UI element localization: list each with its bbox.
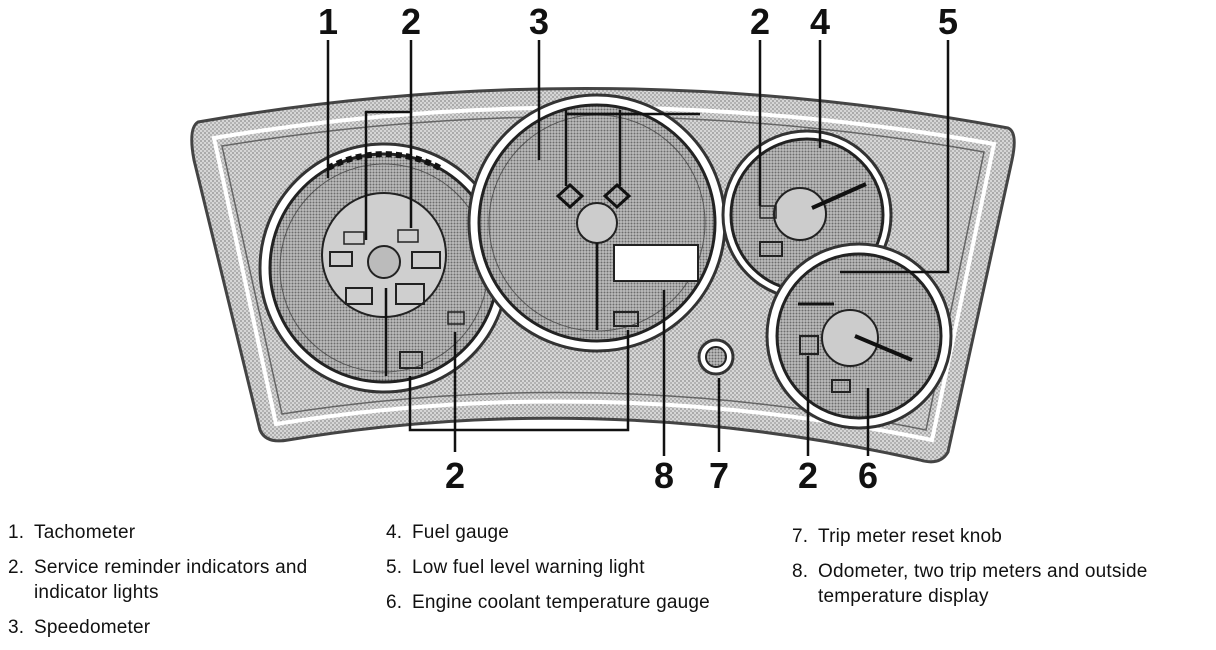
callout-1: 1	[318, 1, 338, 42]
legend-text: Low fuel level warning light	[412, 557, 645, 578]
callout-2-top-right: 2	[750, 1, 770, 42]
legend-number: 1.	[8, 522, 25, 543]
legend-text: Service reminder indicators and indicato…	[34, 557, 308, 603]
callout-8: 8	[654, 455, 674, 496]
callout-6: 6	[858, 455, 878, 496]
legend-number: 3.	[8, 617, 25, 638]
callout-numbers: 1 2 3 2 4 5 2 8 7 2 6	[318, 1, 958, 496]
legend-number: 7.	[792, 526, 809, 547]
legend-text: Engine coolant temperature gauge	[412, 592, 710, 613]
legend-column-3: 7. Trip meter reset knob 8. Odometer, tw…	[792, 524, 1212, 619]
legend-item-4: 4. Fuel gauge	[386, 520, 766, 545]
callout-4: 4	[810, 1, 830, 42]
tachometer-gauge	[258, 142, 510, 394]
callout-7: 7	[709, 455, 729, 496]
legend-item-7: 7. Trip meter reset knob	[792, 524, 1212, 549]
callout-2-bottom-left: 2	[445, 455, 465, 496]
legend-number: 6.	[386, 592, 403, 613]
legend-text: Odometer, two trip meters and outside te…	[818, 561, 1148, 607]
legend-item-1: 1. Tachometer	[8, 520, 358, 545]
speedometer-gauge	[467, 93, 727, 353]
legend-number: 2.	[8, 557, 25, 578]
legend-column-2: 4. Fuel gauge 5. Low fuel level warning …	[386, 520, 766, 625]
coolant-temperature-gauge	[765, 242, 953, 430]
trip-reset-knob	[697, 338, 735, 376]
leader-lines	[326, 40, 950, 456]
legend-text: Speedometer	[34, 617, 151, 638]
callout-5: 5	[938, 1, 958, 42]
legend-number: 5.	[386, 557, 403, 578]
legend-column-1: 1. Tachometer 2. Service reminder indica…	[8, 520, 358, 650]
legend-text: Trip meter reset knob	[818, 526, 1003, 547]
callout-2-bottom-right: 2	[798, 455, 818, 496]
legend-item-6: 6. Engine coolant temperature gauge	[386, 590, 766, 615]
legend-item-5: 5. Low fuel level warning light	[386, 555, 766, 580]
legend-item-8: 8. Odometer, two trip meters and outside…	[792, 559, 1212, 609]
instrument-cluster-diagram: 1 2 3 2 4 5 2 8 7 2 6	[190, 1, 1016, 496]
legend-item-2: 2. Service reminder indicators and indic…	[8, 555, 358, 605]
callout-3: 3	[529, 1, 549, 42]
legend-text: Tachometer	[34, 522, 136, 543]
legend-number: 4.	[386, 522, 403, 543]
callout-2-top-left: 2	[401, 1, 421, 42]
legend-number: 8.	[792, 561, 809, 582]
legend-item-3: 3. Speedometer	[8, 615, 358, 640]
legend-text: Fuel gauge	[412, 522, 510, 543]
